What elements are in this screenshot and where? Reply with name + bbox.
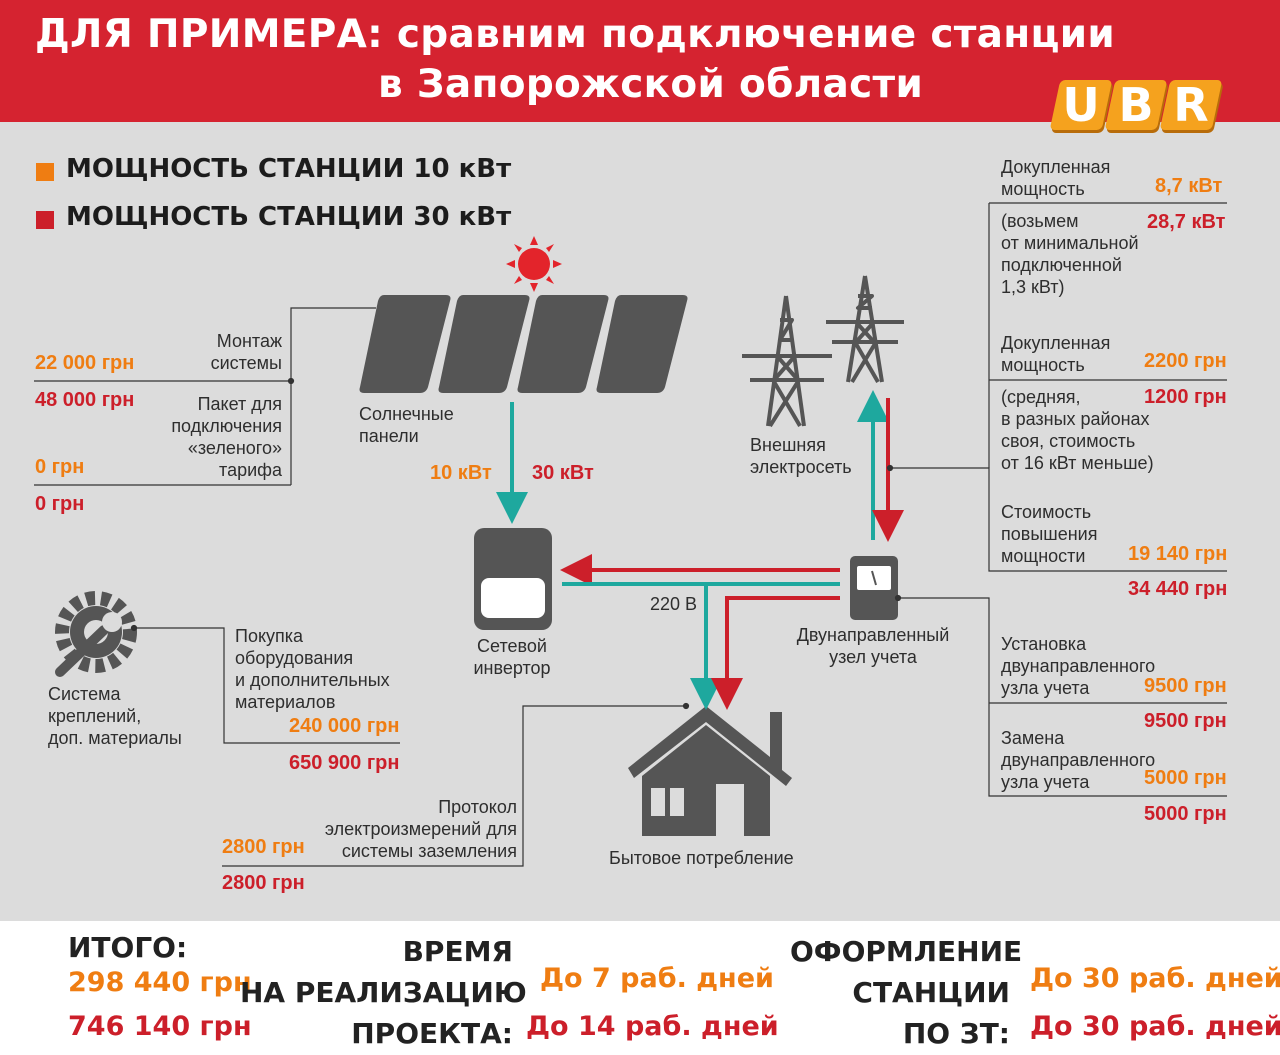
- legend-item-30kw: МОЩНОСТЬ СТАНЦИИ 30 кВт: [66, 202, 512, 232]
- increase-cost-10kw: 19 140 грн: [1128, 543, 1228, 565]
- meter-replace-label: Замена двунаправленного узла учета: [1001, 728, 1156, 792]
- legend-item-10kw: МОЩНОСТЬ СТАНЦИИ 10 кВт: [66, 154, 512, 184]
- header-banner: ДЛЯ ПРИМЕРА: сравним подключение станции…: [0, 0, 1280, 122]
- equipment-label: Покупка оборудования и дополнительных ма…: [235, 626, 390, 712]
- sun-icon: [506, 236, 562, 292]
- meter-replace-30kw: 5000 грн: [1144, 803, 1227, 825]
- bought-power-label: Докупленная мощность: [1001, 157, 1111, 199]
- connector-lines: [34, 202, 1227, 867]
- bought-cost-10kw: 2200 грн: [1144, 350, 1227, 372]
- protocol-cost-30kw: 2800 грн: [222, 872, 305, 894]
- grid-label: Внешняя электросеть: [750, 435, 852, 477]
- meter-icon: [850, 556, 898, 620]
- flow-30kw-label: 30 кВт: [532, 462, 594, 484]
- time-label: ВРЕМЯ НА РЕАЛИЗАЦИЮ ПРОЕКТА:: [240, 935, 527, 1050]
- gear-wrench-icon: [55, 591, 137, 677]
- time-10kw: До 7 раб. дней: [540, 963, 774, 994]
- voltage-label: 220 В: [650, 594, 698, 614]
- bought-cost-note: (средняя, в разных районах своя, стоимос…: [1001, 387, 1154, 473]
- green-tariff-cost-10kw: 0 грн: [35, 456, 85, 478]
- solar-panels-icon: [359, 295, 688, 393]
- power-tower-icon: [742, 275, 904, 428]
- montage-cost-10kw: 22 000 грн: [35, 352, 135, 374]
- inverter-icon: [474, 528, 552, 630]
- total-30kw: 746 140 грн: [68, 1011, 252, 1042]
- title-line-1: ДЛЯ ПРИМЕРА: сравним подключение станции: [35, 12, 1116, 57]
- green-tariff-cost-30kw: 0 грн: [35, 493, 85, 515]
- mounts-label: Система креплений, доп. материалы: [48, 684, 182, 748]
- bought-power-note: (возьмем от минимальной подключенной 1,3…: [1001, 211, 1139, 297]
- bought-cost-30kw: 1200 грн: [1144, 386, 1227, 408]
- montage-cost-30kw: 48 000 грн: [35, 389, 135, 411]
- legend-orange-swatch: [36, 163, 54, 181]
- house-icon: [628, 706, 792, 836]
- meter-label: Двунаправленный узел учета: [796, 625, 950, 667]
- house-label: Бытовое потребление: [609, 848, 794, 868]
- montage-label: Монтаж системы: [210, 331, 282, 373]
- time-30kw: До 14 раб. дней: [526, 1011, 779, 1042]
- meter-replace-10kw: 5000 грн: [1144, 767, 1227, 789]
- registration-30kw: До 30 раб. дней: [1030, 1011, 1280, 1042]
- summary-footer: ИТОГО: 298 440 грн 746 140 грн ВРЕМЯ НА …: [0, 921, 1280, 1055]
- meter-install-label: Установка двунаправленного узла учета: [1001, 634, 1156, 698]
- meter-install-10kw: 9500 грн: [1144, 675, 1227, 697]
- title-line-2: в Запорожской области: [378, 62, 924, 107]
- registration-10kw: До 30 раб. дней: [1030, 963, 1280, 994]
- flow-arrows: [496, 390, 904, 710]
- equipment-cost-10kw: 240 000 грн: [289, 715, 400, 737]
- bought-cost-label: Докупленная мощность: [1001, 333, 1111, 375]
- total-10kw: 298 440 грн: [68, 967, 252, 998]
- total-label: ИТОГО:: [68, 931, 188, 964]
- inverter-label: Сетевой инвертор: [473, 636, 551, 678]
- increase-cost-30kw: 34 440 грн: [1128, 578, 1228, 600]
- green-tariff-label: Пакет для подключения «зеленого» тарифа: [171, 394, 282, 480]
- protocol-cost-10kw: 2800 грн: [222, 836, 305, 858]
- protocol-label: Протокол электроизмерений для системы за…: [324, 797, 517, 861]
- flow-10kw-label: 10 кВт: [430, 462, 492, 484]
- solar-panels-label: Солнечные панели: [359, 404, 454, 446]
- meter-install-30kw: 9500 грн: [1144, 710, 1227, 732]
- bought-power-10kw: 8,7 кВт: [1155, 175, 1223, 197]
- increase-label: Стоимость повышения мощности: [1001, 502, 1098, 566]
- bought-power-30kw: 28,7 кВт: [1147, 211, 1226, 233]
- legend-red-swatch: [36, 211, 54, 229]
- equipment-cost-30kw: 650 900 грн: [289, 752, 400, 774]
- registration-label: ОФОРМЛЕНИЕ СТАНЦИИ ПО ЗТ:: [790, 935, 1023, 1050]
